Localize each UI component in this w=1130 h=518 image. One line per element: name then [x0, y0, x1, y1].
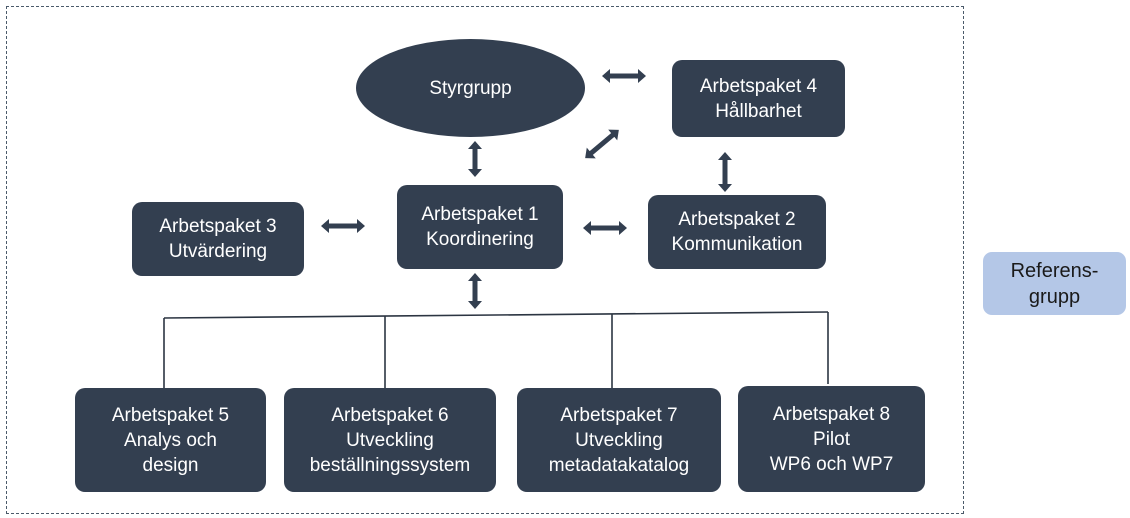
arrow-ap4-ap1	[585, 129, 619, 159]
ap1-title: Arbetspaket 1	[421, 204, 539, 225]
arrow-ap1-tree	[468, 273, 482, 309]
arbetspaket-1-node: Arbetspaket 1 Koordinering	[397, 185, 563, 269]
ap5-title: Arbetspaket 5	[111, 404, 230, 426]
arbetspaket-3-node: Arbetspaket 3 Utvärdering	[132, 202, 304, 276]
arrow-styrgrupp-ap1	[468, 141, 482, 177]
ap5-line3: design	[142, 454, 199, 476]
referensgrupp-node: Referens- grupp	[983, 252, 1126, 315]
ap8-line3: WP6 och WP7	[769, 453, 894, 475]
ap8-line2: Pilot	[813, 428, 850, 450]
ap7-line3: metadatakatalog	[548, 454, 690, 476]
ap6-line2: Utveckling	[346, 429, 434, 451]
ap8-title: Arbetspaket 8	[772, 403, 891, 425]
arbetspaket-2-node: Arbetspaket 2 Kommunikation	[648, 195, 826, 269]
ap1-subtitle: Koordinering	[426, 229, 534, 250]
arrow-ap1-ap2	[583, 221, 627, 235]
tree-horizontal-line	[163, 311, 829, 319]
ap2-subtitle: Kommunikation	[671, 234, 803, 255]
styrgrupp-node: Styrgrupp	[356, 39, 585, 137]
arrow-styrgrupp-ap4	[602, 69, 646, 83]
arrow-ap3-ap1	[321, 219, 365, 233]
arbetspaket-5-node: Arbetspaket 5 Analys och design	[75, 388, 266, 492]
styrgrupp-label: Styrgrupp	[429, 77, 512, 99]
ap6-title: Arbetspaket 6	[331, 404, 449, 426]
ap7-title: Arbetspaket 7	[560, 404, 678, 426]
arrow-ap4-ap2	[718, 152, 732, 192]
project-boundary-frame	[6, 6, 964, 514]
ap7-line2: Utveckling	[575, 429, 663, 451]
ap6-line3: beställningssystem	[309, 454, 471, 476]
ap5-line2: Analys och	[124, 429, 217, 451]
arbetspaket-7-node: Arbetspaket 7 Utveckling metadatakatalog	[517, 388, 721, 492]
arbetspaket-6-node: Arbetspaket 6 Utveckling beställningssys…	[284, 388, 496, 492]
ap3-title: Arbetspaket 3	[159, 216, 277, 237]
referensgrupp-line2: grupp	[1028, 285, 1081, 308]
ap4-title: Arbetspaket 4	[699, 75, 818, 97]
arbetspaket-8-node: Arbetspaket 8 Pilot WP6 och WP7	[738, 386, 925, 492]
ap4-subtitle: Hållbarhet	[715, 100, 802, 122]
ap2-title: Arbetspaket 2	[678, 209, 796, 230]
arbetspaket-4-node: Arbetspaket 4 Hållbarhet	[672, 60, 845, 137]
ap3-subtitle: Utvärdering	[168, 241, 268, 262]
referensgrupp-line1: Referens-	[1010, 259, 1099, 282]
